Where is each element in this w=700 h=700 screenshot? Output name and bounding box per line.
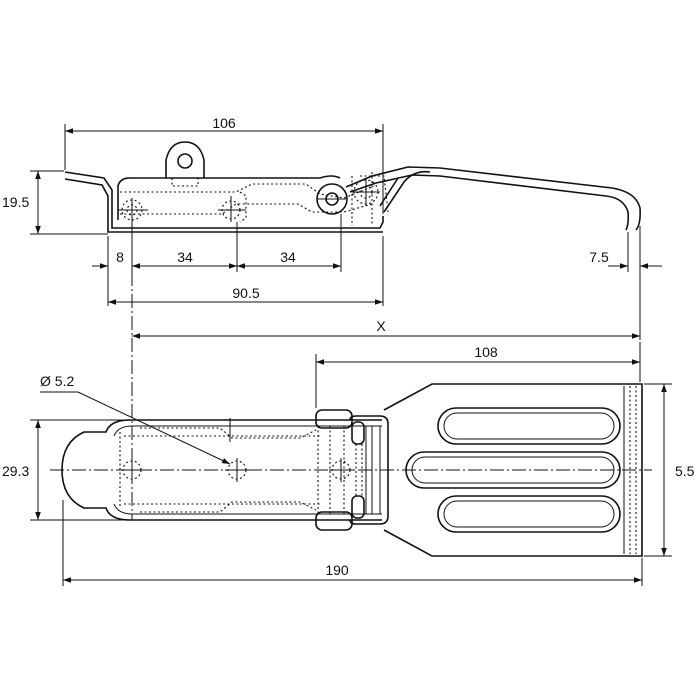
top-lug xyxy=(165,141,205,187)
top-view-dimensions: 108 Ø 5.2 29.3 5.5 190 xyxy=(2,342,695,586)
dim-total-length: 190 xyxy=(325,562,349,578)
dim-plate-length: 108 xyxy=(474,344,498,360)
dim-mount-span: 90.5 xyxy=(232,285,259,301)
lever xyxy=(345,166,641,231)
dim-top-length: 106 xyxy=(212,115,236,131)
top-view xyxy=(50,383,652,557)
dim-x-span: X xyxy=(376,318,386,334)
dim-height: 19.5 xyxy=(2,194,29,210)
dim-body-width: 29.3 xyxy=(2,463,29,479)
dim-pitch-2: 34 xyxy=(280,249,296,265)
dim-plate-width: 5.5 xyxy=(675,463,695,479)
side-view xyxy=(64,141,641,233)
dim-hole-diameter: Ø 5.2 xyxy=(40,373,74,389)
dim-offset: 8 xyxy=(116,249,124,265)
dim-hook-gap: 7.5 xyxy=(589,249,609,265)
dim-pitch-1: 34 xyxy=(177,249,193,265)
side-view-dimensions: 106 19.5 8 34 34 7.5 90.5 X xyxy=(2,115,662,520)
